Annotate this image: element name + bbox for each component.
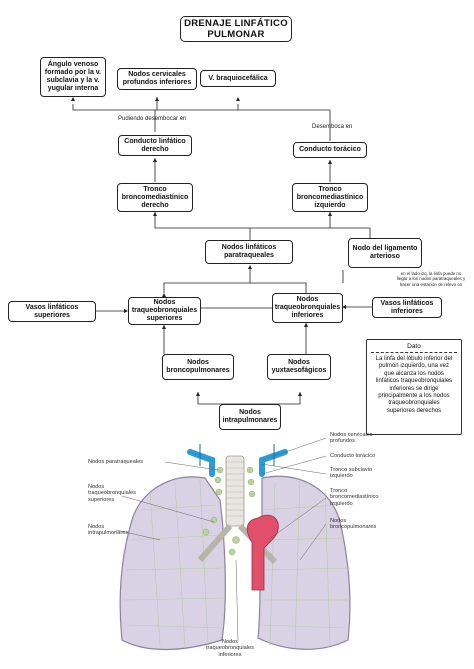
label-paratraqueales: Nodos paratraqueales: [88, 459, 144, 465]
lado-izquierdo-note: en el lado izq. la linfa puede no llegar…: [396, 271, 466, 287]
pudiendo-label: Pudiendo desembocar en: [118, 116, 187, 122]
conducto-linfatico-derecho-box: Conducto linfático derecho: [118, 135, 192, 156]
aorta-shape: [246, 514, 279, 591]
conducto-toracico-box: Conducto torácico: [293, 142, 367, 158]
angulo-venoso-box: Ángulo venoso formado por la v. subclavi…: [40, 57, 106, 97]
label-traqueo-superiores: Nodos traqueobronquiales superiores: [88, 484, 136, 503]
nodos-cervicales-box: Nodos cervicales profundos inferiores: [117, 68, 197, 90]
nodos-yuxtaesofagicos-box: Nodos yuxtaesofágicos: [267, 354, 331, 380]
label-tronco-bronco: Tronco broncomediastínico izquierdo: [330, 488, 379, 507]
left-lung-shape: [119, 476, 226, 651]
nodos-paratraqueales-box: Nodos linfáticos paratraqueales: [205, 240, 293, 264]
page-title: DRENAJE LINFÁTICO PULMONAR: [180, 16, 292, 42]
dato-note: Dato La linfa del lóbulo inferior del pu…: [366, 339, 462, 435]
label-conducto-toracico: Conducto torácico: [330, 453, 376, 459]
nodos-traqueobronquiales-superiores-box: Nodos traqueobronquiales superiores: [128, 297, 201, 325]
vasos-linfaticos-superiores-box: Vasos linfáticos superiores: [8, 301, 96, 322]
vein-outline: [199, 444, 275, 466]
label-intrapulmonares: Nodos intrapulmonares: [88, 524, 129, 537]
label-cervicales: Nodos cervicales profundos: [330, 432, 373, 445]
dato-body: La linfa del lóbulo inferior del pulmón …: [375, 356, 453, 414]
right-lung-shape: [257, 475, 351, 650]
vasos-linfaticos-inferiores-box: Vasos linfáticos inferiores: [372, 297, 442, 318]
vena-braquiocefalica-box: V. braquiocefálica: [200, 70, 276, 87]
nodos-traqueobronquiales-inferiores-box: Nodos traqueobronquiales inferiores: [272, 293, 343, 323]
label-broncopulmonares: Nodos broncopulmonares: [330, 518, 377, 531]
nodo-ligamento-arterioso-box: Nodo del ligamento arterioso: [348, 238, 422, 268]
desemboca-label: Desemboca en: [312, 124, 353, 130]
label-tronco-subclavio: Tronco subclavio izquierdo: [330, 467, 373, 480]
pointer-lines: [115, 437, 327, 641]
nodos-intrapulmonares-box: Nodos intrapulmonares: [219, 404, 281, 430]
tronco-derecho-box: Tronco broncomediastínico derecho: [117, 183, 193, 212]
dato-title: Dato: [371, 343, 457, 353]
nodos-broncopulmonares-box: Nodos broncopulmonares: [162, 354, 234, 380]
tronco-izquierdo-box: Tronco broncomediastínico izquierdo: [292, 183, 368, 212]
trachea-shape: [197, 455, 278, 565]
label-traqueo-inferiores: Nodos traqueobronquiales inferiores: [206, 639, 254, 658]
